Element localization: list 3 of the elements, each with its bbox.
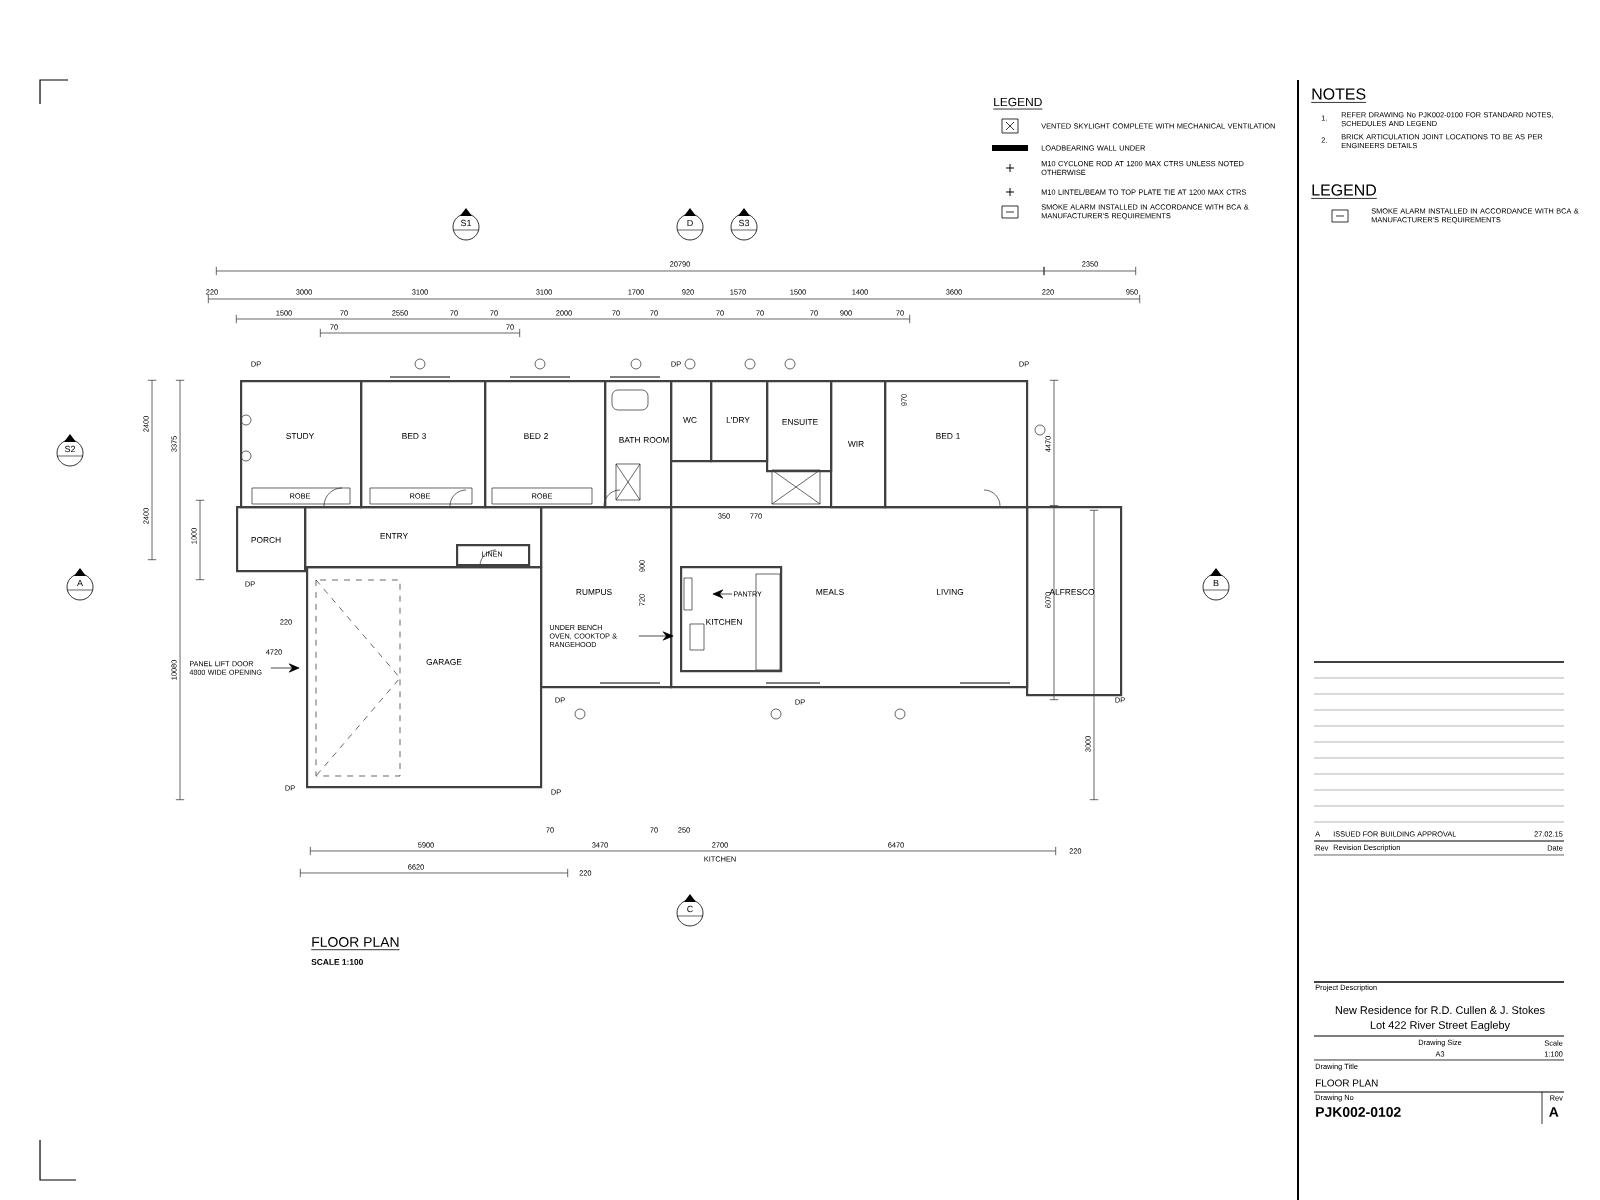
leader-line [712,589,733,599]
leader-line [638,631,674,641]
leader-line [270,663,300,673]
